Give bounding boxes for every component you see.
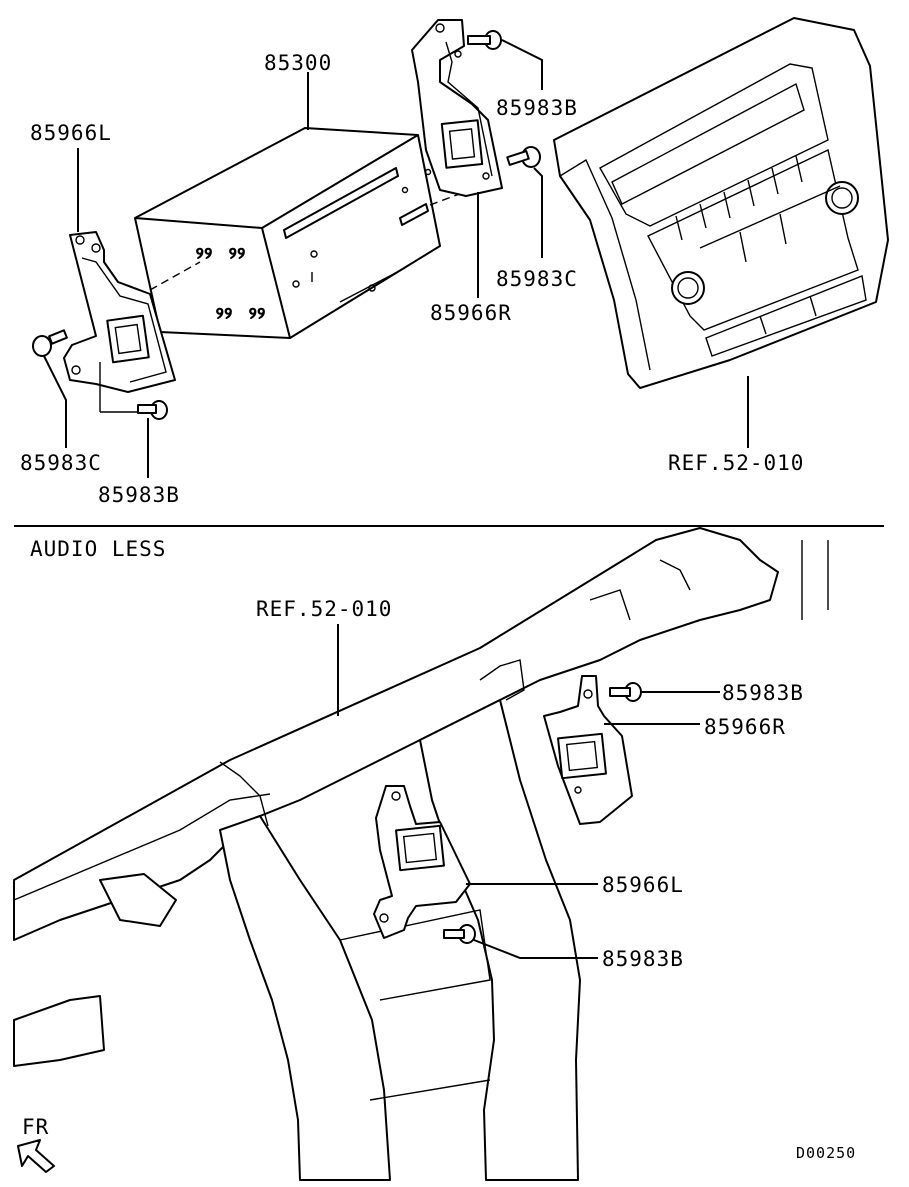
- screw-b-right-lower: [609, 682, 642, 702]
- bracket-left-lower: [373, 785, 471, 939]
- label-85966R-upper: 85966R: [430, 301, 512, 325]
- screw-b-top: [467, 30, 502, 50]
- svg-text:୨୨: ୨୨: [229, 244, 246, 262]
- label-fr: FR: [22, 1115, 49, 1139]
- label-85983B-right-lower: 85983B: [722, 681, 804, 705]
- label-85983C-left: 85983C: [20, 451, 102, 475]
- drawing-code: D00250: [796, 1144, 856, 1162]
- head-unit-85300: ୨୨ ୨୨ ୨୨ ୨୨: [134, 127, 471, 339]
- bracket-right-lower: [543, 675, 633, 825]
- svg-text:୨୨: ୨୨: [249, 304, 266, 322]
- label-85966R-lower: 85966R: [704, 715, 786, 739]
- leader-lines-lower: [337, 624, 720, 959]
- screw-c-right-upper: [506, 146, 541, 168]
- label-85966L-upper: 85966L: [30, 121, 112, 145]
- front-direction-arrow-icon: [17, 1139, 55, 1173]
- svg-text:୨୨: ୨୨: [196, 244, 213, 262]
- label-85983B-left: 85983B: [98, 483, 180, 507]
- screw-b-left-upper: [137, 400, 168, 420]
- label-85983B-top: 85983B: [496, 96, 578, 120]
- bracket-left-upper: [63, 231, 176, 413]
- label-85300: 85300: [264, 51, 332, 75]
- section-title-audio-less: AUDIO LESS: [30, 537, 166, 561]
- label-85983B-left-lower: 85983B: [602, 947, 684, 971]
- label-85966L-lower: 85966L: [602, 873, 684, 897]
- leader-lines-upper: [43, 39, 749, 478]
- label-85983C-right: 85983C: [496, 267, 578, 291]
- label-ref-52-010-upper: REF.52-010: [668, 451, 804, 475]
- svg-text:୨୨: ୨୨: [216, 304, 233, 322]
- bracket-right-upper: [411, 19, 503, 197]
- label-ref-52-010-lower: REF.52-010: [256, 597, 392, 621]
- screw-b-left-lower: [443, 924, 476, 944]
- faceplate-panel: [553, 17, 889, 389]
- screw-c-left-upper: [32, 329, 68, 357]
- dashboard-frame: [13, 527, 829, 1181]
